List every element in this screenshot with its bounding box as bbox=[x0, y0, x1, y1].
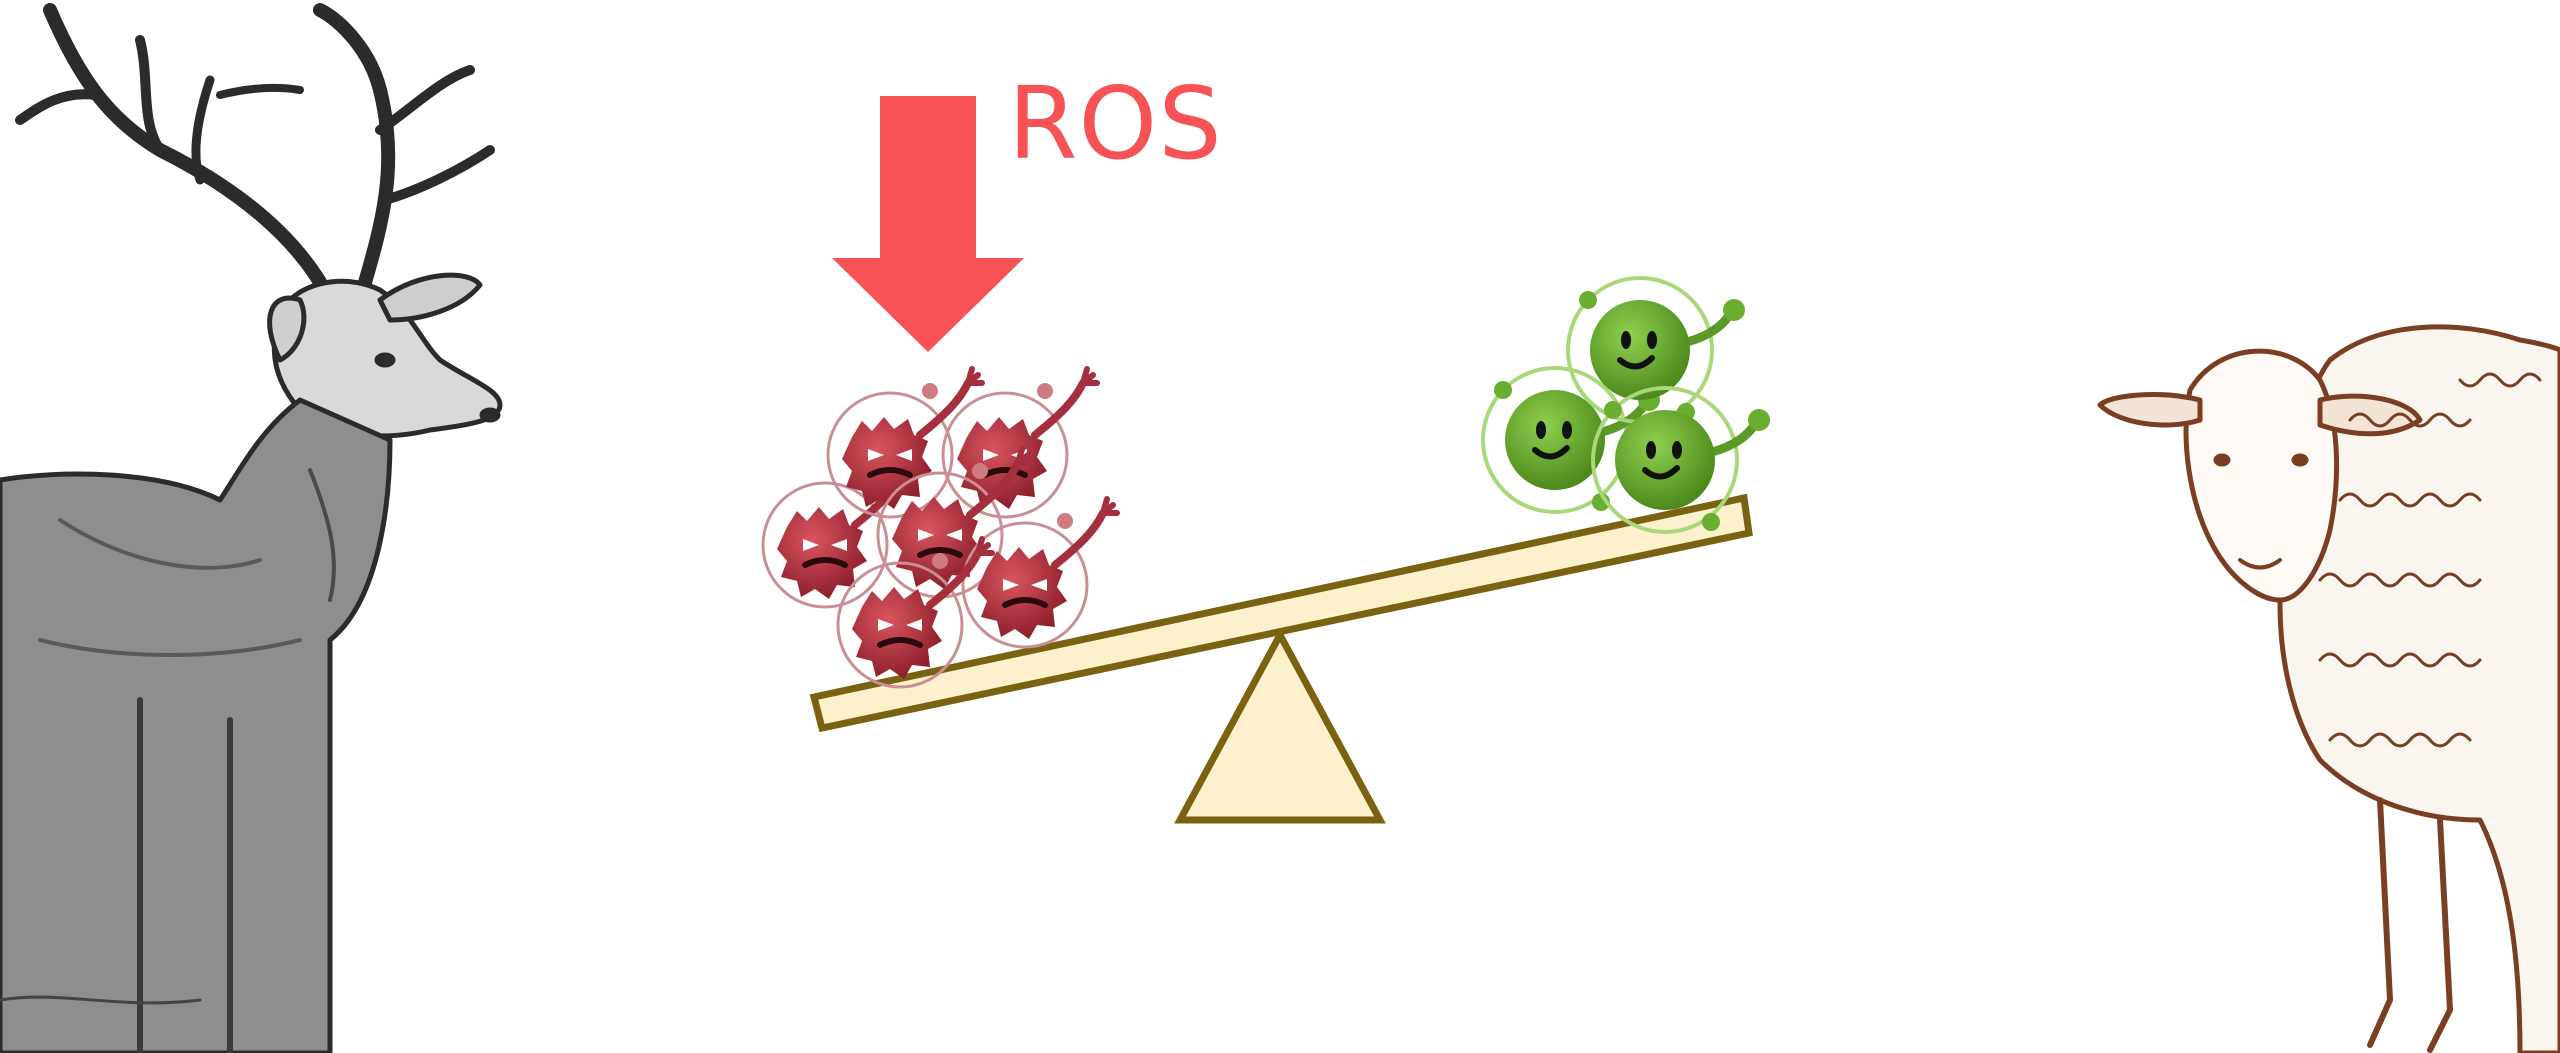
ros-molecule-cluster bbox=[763, 369, 1117, 687]
ros-label: ROS bbox=[1008, 65, 1223, 182]
deer-illustration bbox=[0, 3, 503, 1053]
sheep-illustration bbox=[2097, 324, 2560, 1053]
antioxidant-molecule-cluster bbox=[1483, 278, 1770, 532]
down-arrow-icon bbox=[832, 96, 1024, 352]
triangle-fulcrum bbox=[1174, 627, 1386, 824]
ros-molecule bbox=[963, 499, 1117, 647]
seesaw-plank bbox=[809, 493, 1753, 733]
